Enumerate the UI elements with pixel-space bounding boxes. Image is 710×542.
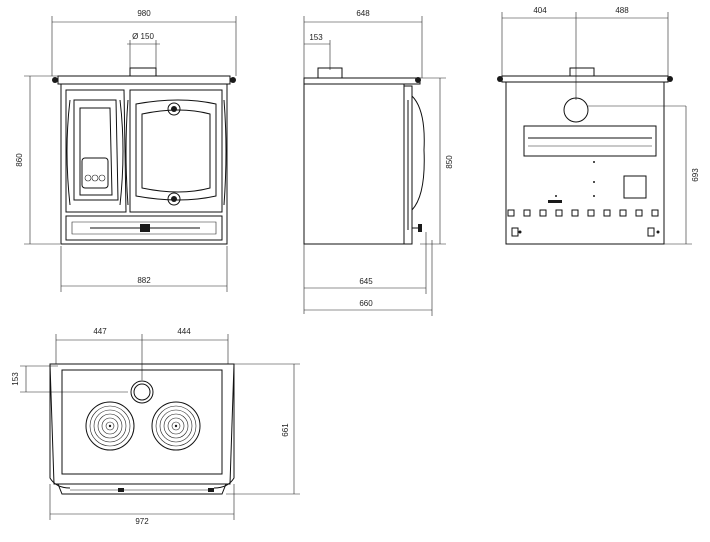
top-depth-label: 661 bbox=[281, 423, 290, 437]
top-cooktop bbox=[61, 369, 223, 475]
side-body bbox=[303, 83, 405, 245]
rear-view: 404 488 bbox=[497, 6, 700, 245]
front-height-label: 860 bbox=[15, 153, 24, 167]
rear-heat-shield bbox=[523, 125, 657, 157]
side-depth-inner-label: 645 bbox=[359, 277, 373, 286]
front-flue-collar bbox=[129, 67, 157, 77]
front-drawer bbox=[65, 215, 223, 241]
side-view: 648 153 850 645 660 bbox=[303, 9, 454, 316]
front-top-plate bbox=[57, 75, 231, 85]
front-width-bottom-label: 882 bbox=[137, 276, 151, 285]
left-hotplate bbox=[85, 401, 135, 451]
top-flue-offset-label: 153 bbox=[11, 372, 20, 386]
side-flue-offset-label: 153 bbox=[309, 33, 323, 42]
rear-body bbox=[505, 81, 665, 245]
front-body bbox=[60, 83, 228, 245]
front-view: 980 Ø 150 bbox=[15, 9, 237, 292]
top-front-rail bbox=[57, 483, 227, 495]
top-width-label: 972 bbox=[135, 517, 149, 526]
oven-thermometer bbox=[167, 102, 181, 116]
top-left-span-label: 447 bbox=[93, 327, 107, 336]
front-flue-diameter-label: Ø 150 bbox=[132, 32, 154, 41]
rear-access-panel bbox=[623, 175, 647, 199]
front-width-top-label: 980 bbox=[137, 9, 151, 18]
side-depth-top-label: 648 bbox=[356, 9, 370, 18]
rear-flue-height-label: 693 bbox=[691, 168, 700, 182]
rear-vent-row bbox=[507, 209, 659, 217]
top-hob-plate bbox=[49, 363, 235, 485]
side-height-label: 850 bbox=[445, 155, 454, 169]
rear-right-offset-label: 488 bbox=[615, 6, 629, 15]
top-right-span-label: 444 bbox=[177, 327, 191, 336]
rear-left-offset-label: 404 bbox=[533, 6, 547, 15]
side-depth-total-label: 660 bbox=[359, 299, 373, 308]
top-view: 447 444 153 bbox=[11, 327, 300, 526]
right-hotplate bbox=[151, 401, 201, 451]
rear-flue-outlet bbox=[563, 97, 589, 123]
front-ash-vent bbox=[81, 157, 109, 189]
top-flue-ring bbox=[130, 380, 154, 404]
